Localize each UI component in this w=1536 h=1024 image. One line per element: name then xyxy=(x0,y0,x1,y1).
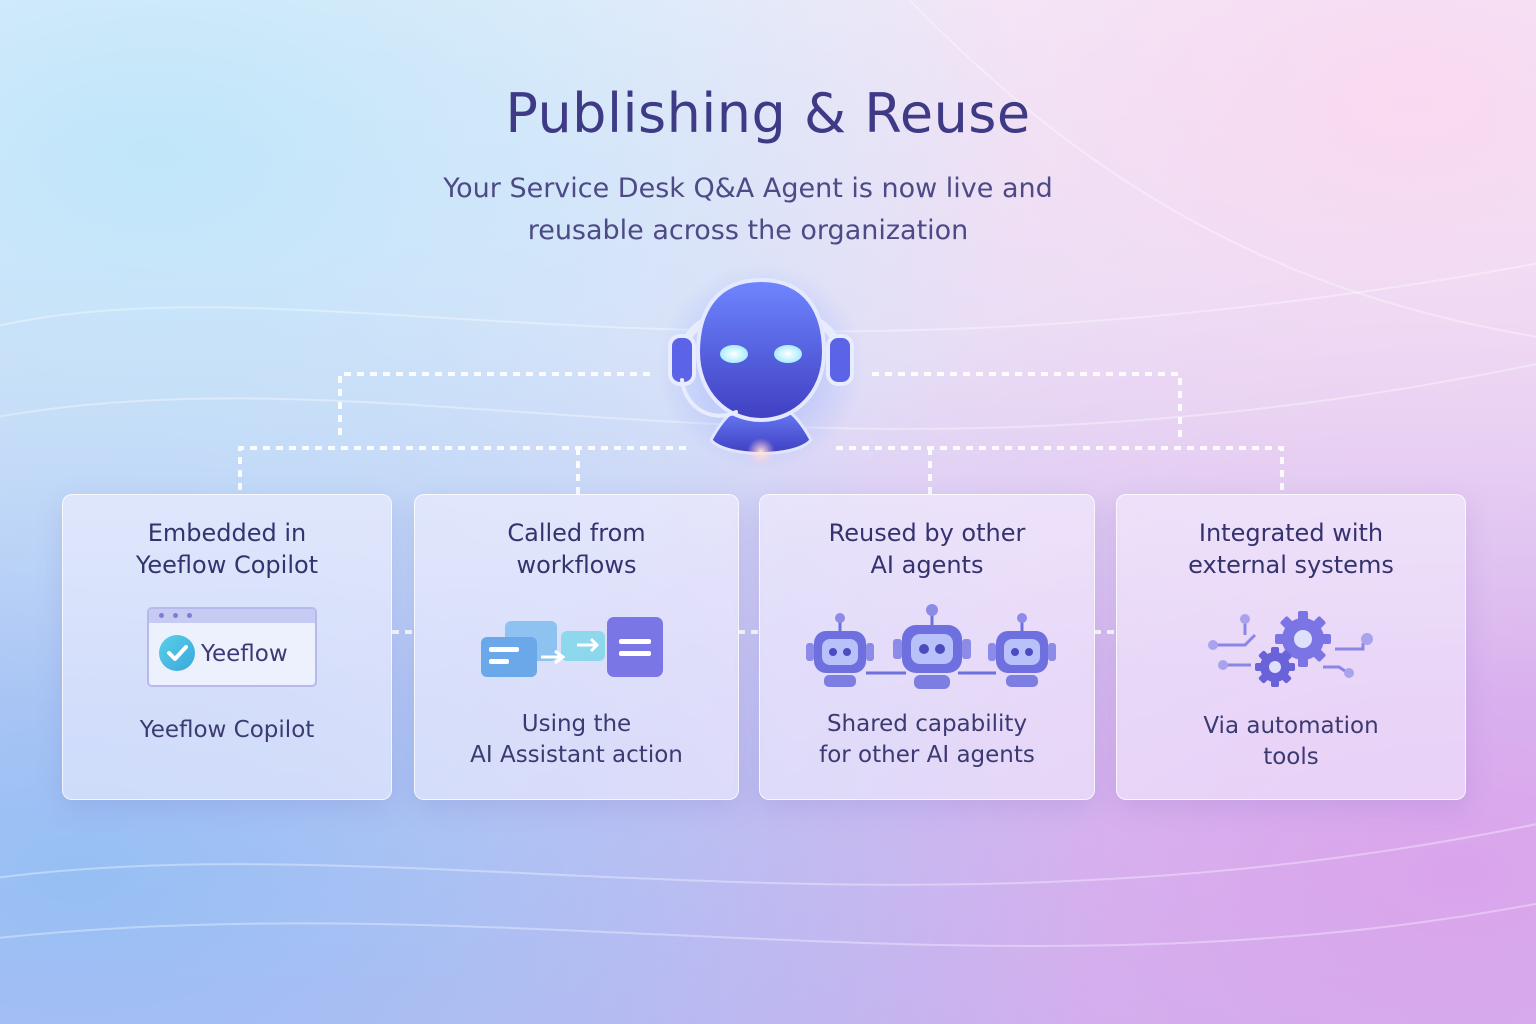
brand-name: Yeeflow xyxy=(201,641,288,667)
card-title: Integrated with external systems xyxy=(1127,517,1455,581)
page-title: Publishing & Reuse xyxy=(505,82,1031,145)
card-caption-line-1: Using the xyxy=(521,711,632,737)
subtitle-line-2: reusable across the organization xyxy=(527,215,969,246)
card-title-line-2: AI agents xyxy=(870,551,984,579)
browser-window-check-icon: Yeeflow xyxy=(147,607,317,687)
card-title-line-1: Reused by other xyxy=(828,519,1026,547)
card-caption: Yeeflow Copilot xyxy=(73,715,381,746)
card-caption-line-2: AI Assistant action xyxy=(470,742,683,768)
window-titlebar xyxy=(149,609,315,623)
headset-robot-icon xyxy=(657,263,865,471)
page-subtitle: Your Service Desk Q&A Agent is now live … xyxy=(368,168,1128,252)
card-caption-line-2: for other AI agents xyxy=(819,742,1035,768)
card-caption-line-1: Shared capability xyxy=(826,711,1028,737)
card-title-line-2: Yeeflow Copilot xyxy=(135,551,319,579)
workflow-blocks-icon xyxy=(481,617,663,677)
card-title: Called from workflows xyxy=(425,517,728,581)
card-title-line-1: Embedded in xyxy=(147,519,307,547)
connected-robots-icon xyxy=(806,604,1056,689)
card-integrated-external: Integrated with external systems xyxy=(1116,494,1466,800)
check-circle-icon xyxy=(159,635,195,671)
card-caption-line-2: tools xyxy=(1263,744,1319,770)
card-caption-line-1: Via automation xyxy=(1203,713,1379,739)
card-caption: Using the AI Assistant action xyxy=(425,709,728,771)
card-title: Reused by other AI agents xyxy=(770,517,1084,581)
card-title-line-2: workflows xyxy=(516,551,637,579)
subtitle-line-1: Your Service Desk Q&A Agent is now live … xyxy=(443,173,1053,204)
card-caption: Via automation tools xyxy=(1127,711,1455,773)
card-title: Embedded in Yeeflow Copilot xyxy=(73,517,381,581)
card-caption-line-1: Yeeflow Copilot xyxy=(139,717,315,743)
card-reused-by-agents: Reused by other AI agents xyxy=(759,494,1095,800)
card-title-line-1: Called from xyxy=(507,519,646,547)
card-called-from-workflows: Called from workflows Using the AI Assis… xyxy=(414,494,739,800)
gears-circuit-icon xyxy=(1208,611,1373,687)
card-title-line-1: Integrated with xyxy=(1198,519,1384,547)
card-caption: Shared capability for other AI agents xyxy=(770,709,1084,771)
card-embedded-copilot: Embedded in Yeeflow Copilot Yeeflow Yeef… xyxy=(62,494,392,800)
card-title-line-2: external systems xyxy=(1188,551,1394,579)
